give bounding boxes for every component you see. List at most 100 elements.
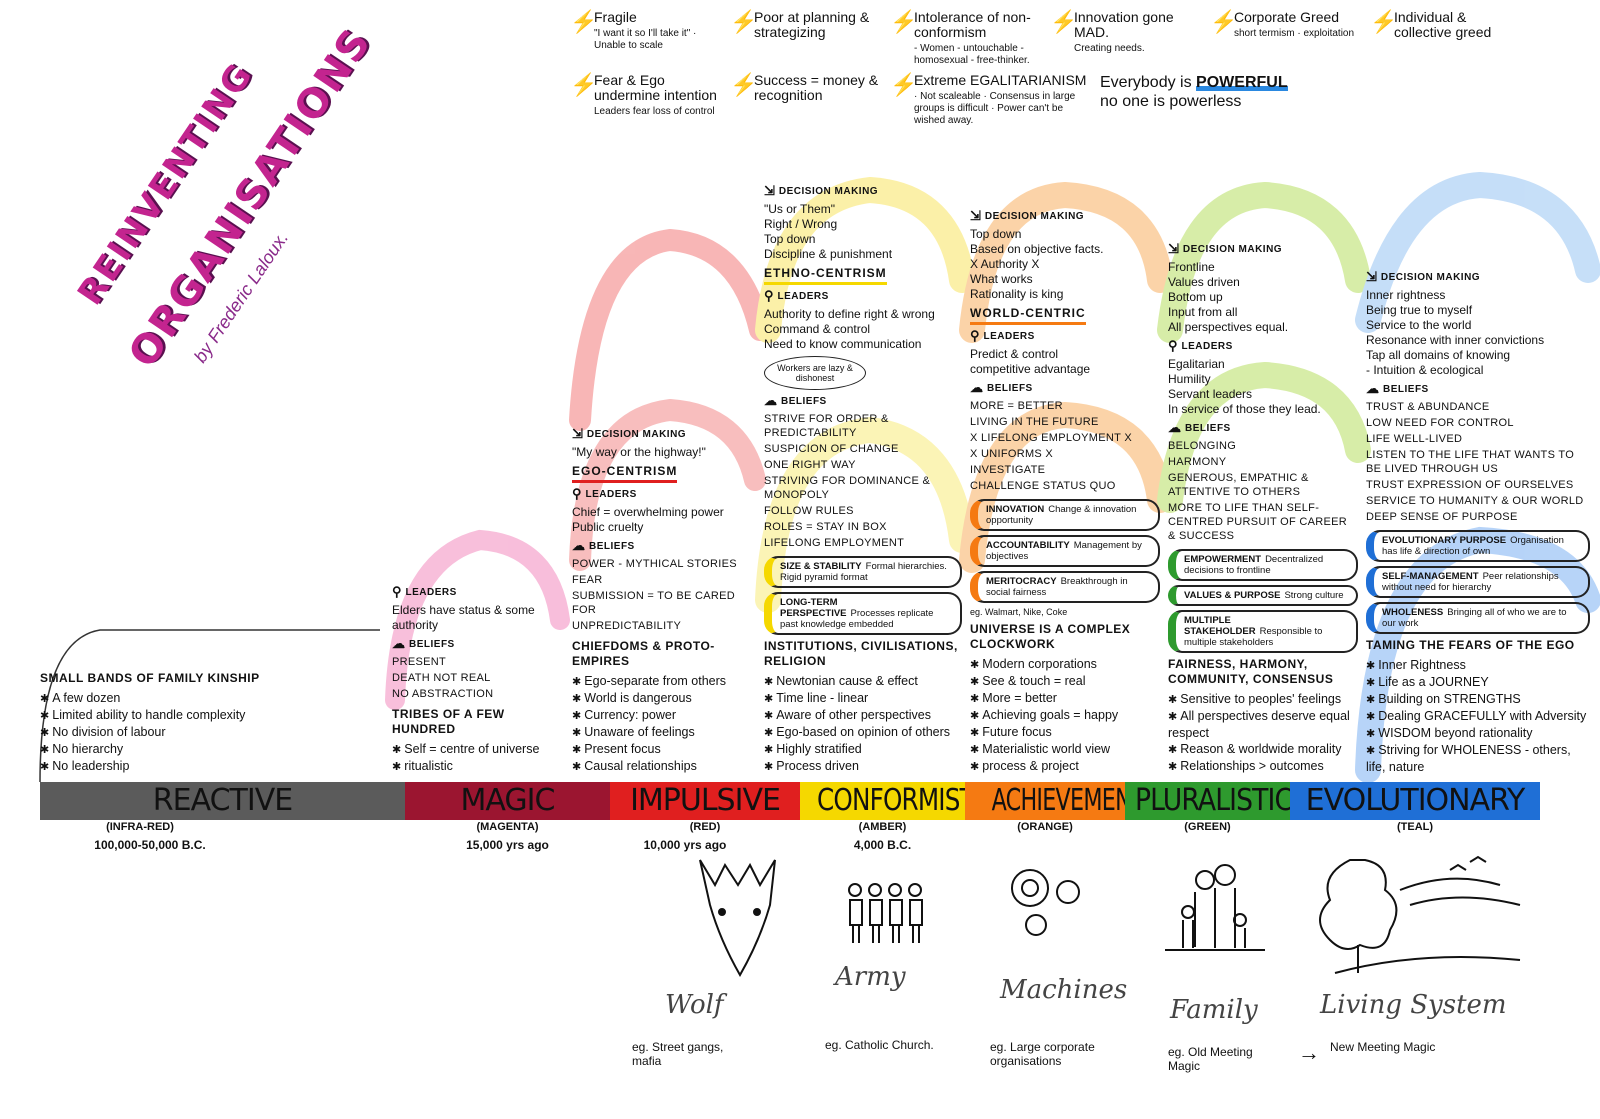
lightning-bolt-icon: ⚡ [1370, 9, 1398, 34]
decision-making-evolutionary-item: - Intuition & ecological [1366, 363, 1484, 377]
breakthrough-text: Breakthrough in social fairness [986, 576, 1128, 598]
stage-name-reactive[interactable]: REACTIVE [40, 782, 405, 820]
decision-making-conformist-item: "Us or Them" [764, 202, 835, 216]
beliefs-impulsive-item: SUBMISSION = TO BE CARED FOR [572, 590, 735, 616]
living-system-drawing [1319, 855, 1521, 974]
leaders-conformist-item: Command & control [764, 322, 871, 336]
breakdown-achievement: ⚡Success = money & recognition [730, 73, 880, 103]
stage-color-label-magic: (MAGENTA) [476, 821, 539, 833]
breakdown-impulsive: ⚡Poor at planning & strategizing [730, 10, 880, 40]
breakthrough-title: Wholeness [1382, 607, 1444, 618]
stage-name-magic[interactable]: MAGIC [405, 782, 610, 820]
breakthrough-text: Processes replicate past knowledge embed… [780, 608, 934, 630]
features-evolutionary: Inner RightnessLife as a JOURNEYBuilding… [1366, 657, 1590, 775]
decision-making-conformist-item: Right / Wrong [764, 217, 838, 231]
beliefs-label-conformist-row: ☁BELIEFS [764, 394, 962, 408]
beliefs-achievement-item: LIVING IN THE FUTURE [970, 416, 1099, 428]
features-conformist-item: Highly stratified [764, 741, 962, 758]
stage-name-text: PLURALISTIC [1135, 783, 1293, 818]
breakthrough-text: Responsible to multiple stakeholders [1184, 626, 1323, 648]
decision-making-achievement-item: Based on objective facts. [970, 242, 1104, 256]
breakthrough-evolutionary: Evolutionary PurposeOrganisation has lif… [1366, 530, 1590, 562]
features-achievement-item: Modern corporations [970, 656, 1160, 673]
example-note-achievement: eg. Walmart, Nike, Coke [970, 607, 1068, 617]
breakdown-notes: Leaders fear loss of control [594, 106, 715, 117]
stage-name-achievement[interactable]: ACHIEVEMENT [965, 782, 1145, 820]
breakthrough-title: Self-Management [1382, 571, 1479, 582]
decision-making-achievement-item: Top down [970, 227, 1022, 241]
breakdown-title: Fear & Ego undermine intention [594, 72, 717, 103]
features-impulsive-item: Present focus [572, 741, 754, 758]
leaders-impulsive-item: Public cruelty [572, 520, 644, 534]
stage-name-text: REACTIVE [152, 783, 293, 818]
beliefs-label-achievement-row: ☁BELIEFS [970, 381, 1160, 395]
leaders-pluralistic-item: Servant leaders [1168, 387, 1253, 401]
features-impulsive: Ego-separate from othersWorld is dangero… [572, 673, 754, 775]
breakdown-achievement: ⚡Individual & collective greed [1370, 10, 1520, 40]
leaders-label-pluralistic-row: ⚲LEADERS [1168, 339, 1358, 353]
decision-making-label-conformist-row: ⇲DECISION MAKING [764, 184, 962, 198]
features-evolutionary-item: Dealing GRACEFULLY with Adversity [1366, 708, 1590, 725]
features-pluralistic-item: Sensitive to peoples' feelings [1168, 691, 1358, 708]
decision-making-achievement-item: What works [970, 272, 1033, 286]
stage-name-conformist[interactable]: CONFORMIST [800, 782, 975, 820]
stage-bar-evolutionary [1290, 782, 1540, 820]
stage-bar-achievement [965, 782, 1125, 820]
cloud-icon: ☁ [572, 538, 585, 553]
breakthrough-text: Bringing all of who we are to our work [1382, 607, 1567, 629]
leaders-achievement-item: Predict & control [970, 347, 1059, 361]
beliefs-conformist-item: ROLES = STAY IN BOX [764, 521, 887, 533]
breakdown-title: Poor at planning & strategizing [754, 9, 870, 40]
breakdown-title: Individual & collective greed [1394, 9, 1492, 40]
stage-name-evolutionary[interactable]: EVOLUTIONARY [1290, 782, 1540, 820]
decision-making-label-evolutionary: DECISION MAKING [1380, 271, 1481, 283]
breakthrough-title: Values & Purpose [1184, 590, 1281, 601]
features-achievement: Modern corporationsSee & touch = realMor… [970, 656, 1160, 775]
features-reactive: A few dozenLimited ability to handle com… [40, 690, 380, 775]
leaders-conformist-item: Need to know communication [764, 337, 922, 351]
breakdown-achievement: ⚡Innovation gone MAD.Creating needs. [1050, 10, 1200, 55]
stage-group-evolutionary: TAMING THE FEARS OF THE EGO [1366, 638, 1575, 652]
stage-name-impulsive[interactable]: IMPULSIVE [610, 782, 800, 820]
decision-making-evolutionary-item: Inner rightness [1366, 288, 1446, 302]
breakdown-title: Extreme EGALITARIANISM [914, 72, 1087, 88]
stage-bar-pluralistic [1125, 782, 1290, 820]
decision-making-achievement-item: X Authority X [970, 257, 1040, 271]
stage-date-reactive: 100,000-50,000 B.C. [94, 838, 206, 852]
column-conformist: ⇲DECISION MAKING "Us or Them"Right / Wron… [764, 165, 962, 775]
features-pluralistic-item: All perspectives deserve equal respect [1168, 708, 1358, 741]
features-conformist-item: Time line - linear [764, 690, 962, 707]
stage-name-text: CONFORMIST [816, 783, 975, 818]
leaders-magic: Elders have status & some authority [392, 603, 562, 633]
breakthrough-evolutionary: WholenessBringing all of who we are to o… [1366, 602, 1590, 634]
beliefs-conformist-item: STRIVE FOR ORDER & PREDICTABILITY [764, 413, 889, 439]
stage-color-label-conformist: (AMBER) [858, 821, 907, 833]
beliefs-conformist-item: LIFELONG EMPLOYMENT [764, 537, 905, 549]
arc-conformist-beliefs [755, 416, 975, 613]
decision-making-label-impulsive-row: ⇲DECISION MAKING [572, 427, 754, 441]
metaphor-pluralistic: Family [1170, 995, 1258, 1025]
breakthrough-evolutionary: Self-ManagementPeer relationships withou… [1366, 566, 1590, 598]
metaphor-evolutionary: Living System [1320, 990, 1507, 1020]
breakthrough-achievement: AccountabilityManagement by objectives [970, 535, 1160, 567]
stage-name-pluralistic[interactable]: PLURALISTIC [1125, 782, 1293, 820]
beliefs-achievement-item: MORE = BETTER [970, 400, 1063, 412]
cloud-icon: ☁ [970, 380, 983, 395]
features-magic-item: Self = centre of universe [392, 741, 562, 758]
decision-arrows-icon: ⇲ [764, 183, 775, 198]
beliefs-conformist-item: ONE RIGHT WAY [764, 459, 856, 471]
decision-making-impulsive: "My way or the highway!" [572, 445, 754, 460]
decision-making-conformist-item: Top down [764, 232, 816, 246]
decision-making-pluralistic-item: Input from all [1168, 305, 1238, 319]
wolf-drawing [699, 859, 776, 978]
features-pluralistic-item: Reason & worldwide morality [1168, 741, 1358, 758]
